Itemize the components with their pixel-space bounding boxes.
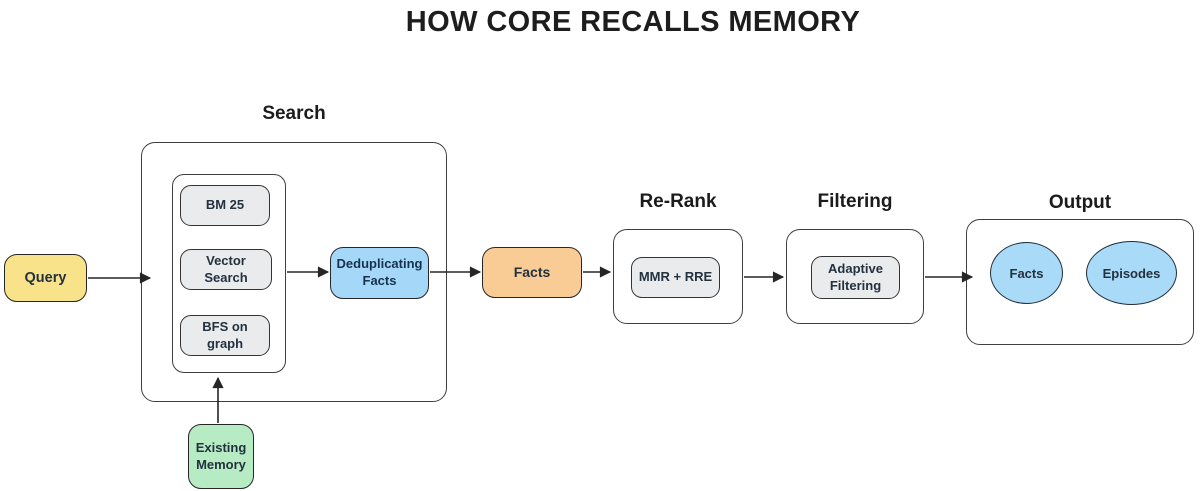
- node-deduplicating-facts-label: Deduplicating Facts: [336, 256, 423, 288]
- node-facts-output-label: Facts: [1009, 265, 1044, 281]
- diagram-title: HOW CORE RECALLS MEMORY: [405, 6, 861, 38]
- node-mmr-rre-label: MMR + RRE: [638, 269, 713, 285]
- node-bm25-label: BM 25: [205, 197, 245, 213]
- node-adaptive-filtering-label: Adaptive Filtering: [828, 260, 883, 293]
- rerank-group-label: Re-Rank: [639, 191, 717, 212]
- node-query-label: Query: [24, 269, 67, 286]
- node-episodes-label: Episodes: [1102, 265, 1161, 281]
- node-query: Query: [4, 254, 87, 302]
- node-facts-label: Facts: [513, 264, 551, 281]
- node-facts-output: Facts: [990, 242, 1063, 304]
- node-bm25: BM 25: [180, 185, 270, 226]
- node-existing-memory-label: Existing Memory: [195, 439, 247, 472]
- node-adaptive-filtering: Adaptive Filtering: [811, 256, 900, 299]
- output-group-label: Output: [1048, 192, 1112, 213]
- node-facts: Facts: [482, 247, 582, 298]
- node-vector-search-label: Vector Search: [204, 252, 248, 285]
- search-group-label: Search: [262, 103, 326, 124]
- filtering-group-label: Filtering: [817, 191, 893, 212]
- node-deduplicating-facts: Deduplicating Facts: [330, 247, 429, 299]
- node-existing-memory: Existing Memory: [188, 424, 254, 489]
- node-mmr-rre: MMR + RRE: [631, 257, 720, 298]
- node-vector-search: Vector Search: [180, 249, 272, 290]
- node-episodes: Episodes: [1086, 241, 1177, 305]
- node-bfs-on-graph: BFS on graph: [180, 315, 270, 356]
- node-bfs-on-graph-label: BFS on graph: [202, 318, 248, 351]
